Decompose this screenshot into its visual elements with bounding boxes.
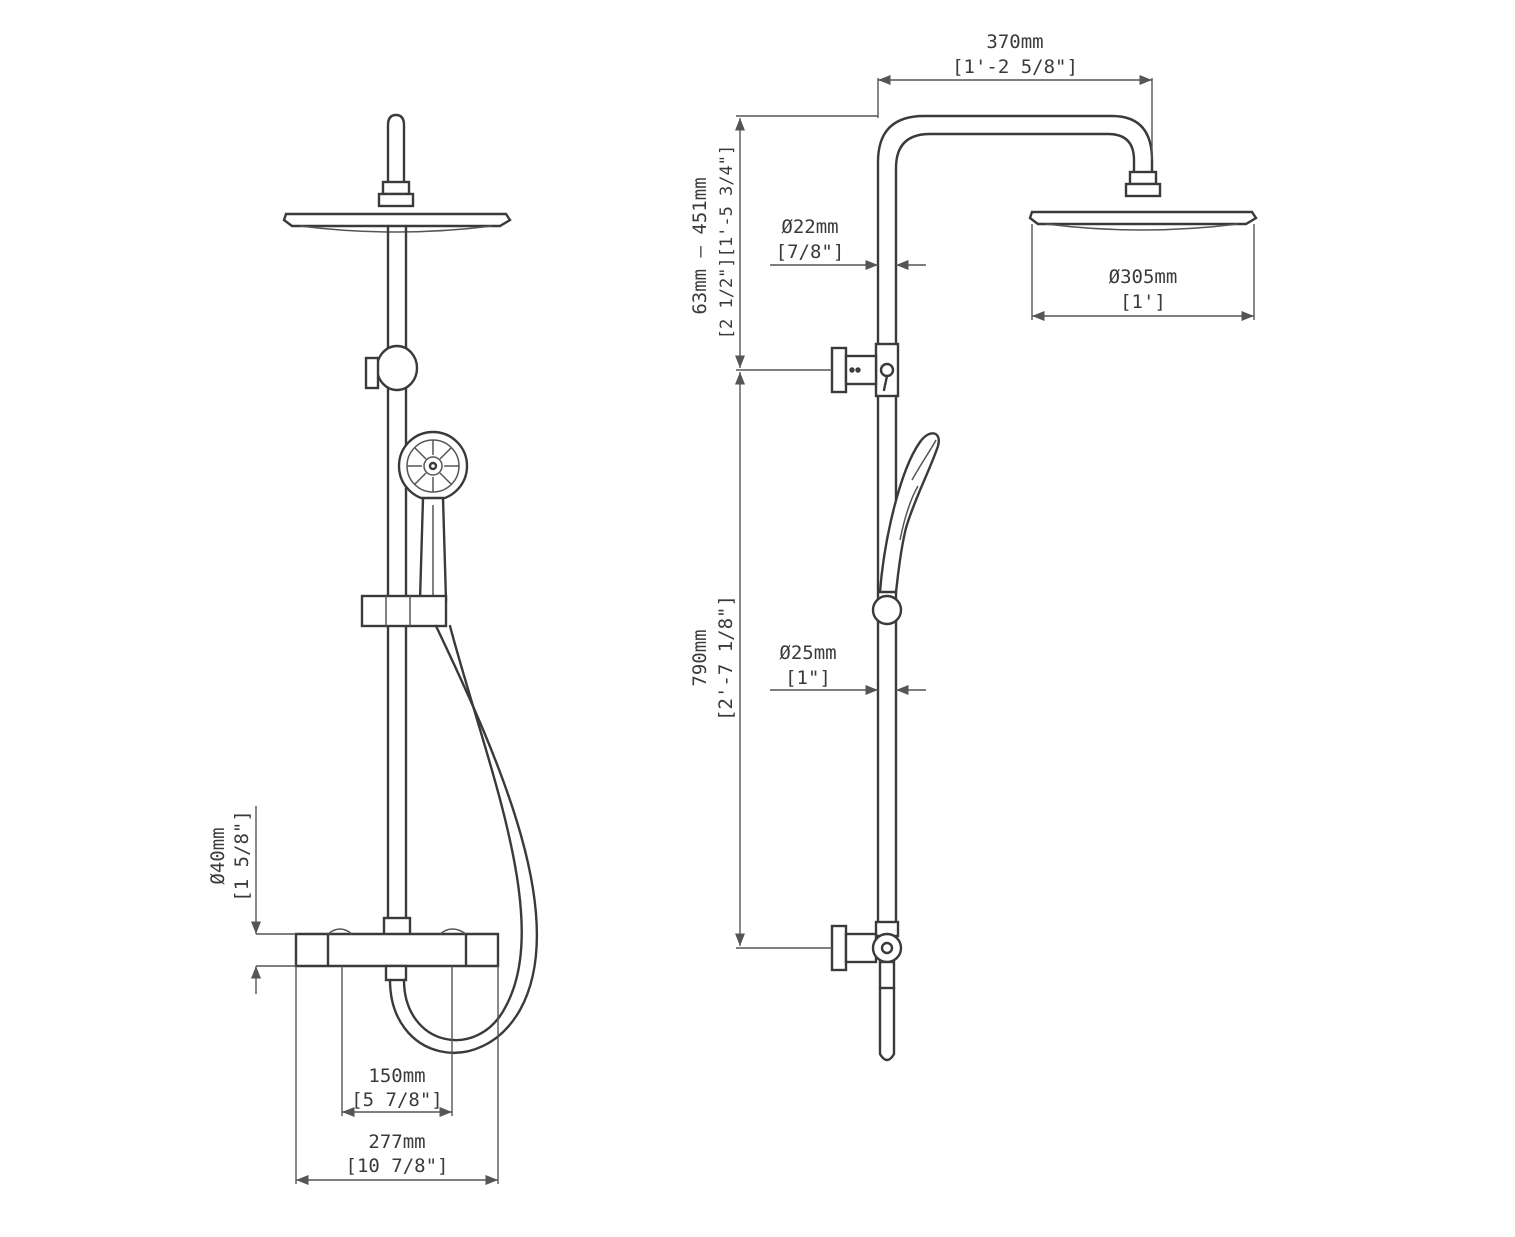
dim-40mm-metric: Ø40mm — [207, 827, 229, 884]
dim-277mm-imperial: [10 7/8"] — [346, 1155, 449, 1177]
dim-25mm-metric: Ø25mm — [779, 642, 836, 664]
dim-790mm-imperial: [2'-7 1/8"] — [715, 595, 737, 721]
front-slider — [360, 594, 448, 628]
front-view: 150mm [5 7/8"] 277mm [10 7/8"] Ø40mm [1 … — [207, 113, 539, 1186]
dim-370mm-imperial: [1'-2 5/8"] — [952, 56, 1078, 78]
side-view: Ø305mm [1'] 370mm [1'-2 5/8"] Ø22mm [7/8… — [689, 31, 1258, 1062]
front-diverter — [375, 344, 419, 392]
dim-25mm-imperial: [1"] — [785, 667, 831, 689]
side-diverter — [830, 346, 848, 394]
dim-305mm-metric: Ø305mm — [1109, 266, 1178, 288]
front-hose — [388, 624, 539, 1054]
dim-150mm-imperial: [5 7/8"] — [351, 1089, 443, 1111]
dim-790mm-metric: 790mm — [689, 629, 711, 686]
side-slider — [871, 594, 903, 626]
dim-63-451mm-metric: 63mm — 451mm — [689, 177, 711, 314]
dim-40mm-imperial: [1 5/8"] — [231, 810, 253, 902]
front-valve — [294, 932, 500, 968]
side-valve — [830, 924, 848, 972]
dim-22mm-imperial: [7/8"] — [776, 241, 845, 263]
dim-150mm-metric: 150mm — [368, 1065, 425, 1087]
dim-22mm-metric: Ø22mm — [781, 216, 838, 238]
side-rain-head — [1028, 210, 1258, 226]
dim-305mm-imperial: [1'] — [1120, 291, 1166, 313]
side-hand-shower — [878, 432, 940, 594]
dim-370mm-metric: 370mm — [986, 31, 1043, 53]
dim-277mm-metric: 277mm — [368, 1131, 425, 1153]
front-rain-head — [282, 212, 512, 228]
dim-63-451mm-imperial: [2 1/2"][1'-5 3/4"] — [717, 145, 737, 339]
